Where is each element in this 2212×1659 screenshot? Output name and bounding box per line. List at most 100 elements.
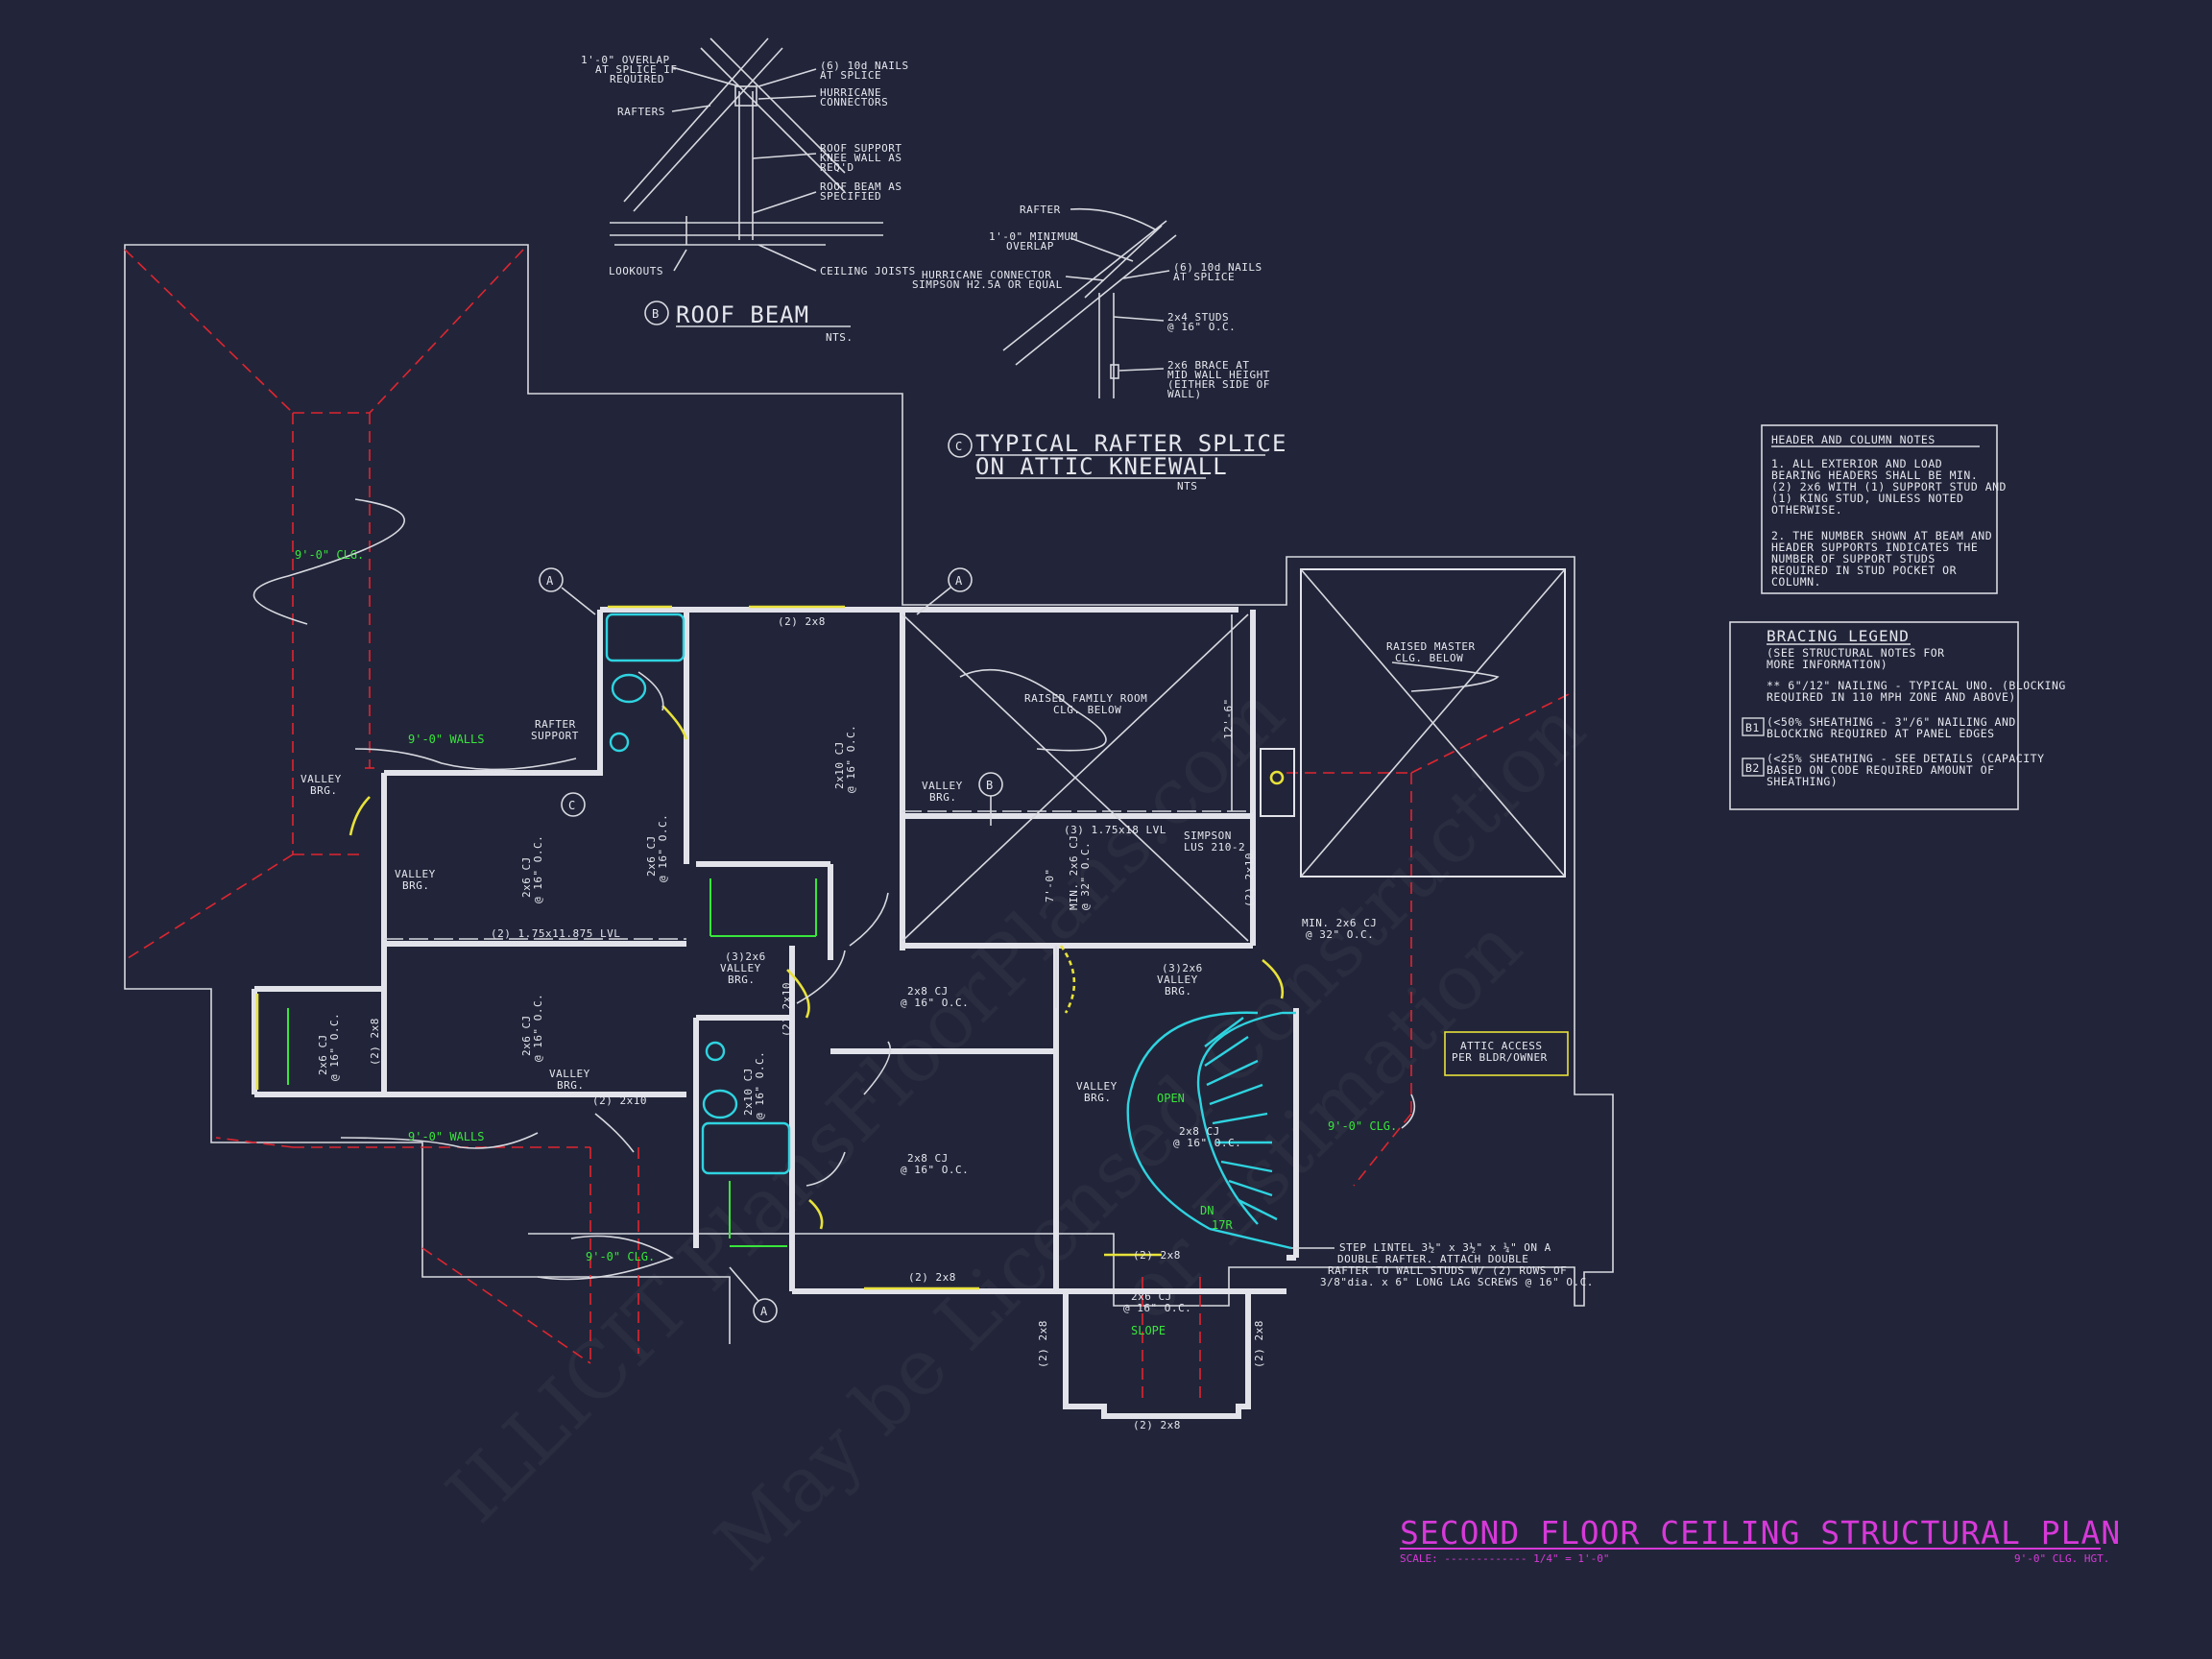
detail-c-title-2: ON ATTIC KNEEWALL [975,453,1228,480]
valley-32a-1: (3)2x6 [725,950,766,963]
cj-2x8-c-1: 2x8 CJ [1179,1125,1220,1138]
bracing-sub-2: MORE INFORMATION) [1767,658,1887,671]
raised-family-2: CLG. BELOW [1053,704,1121,716]
cj-2x10-b-2: @ 16" O.C. [754,1051,766,1119]
hdr-bot: (2) 2x8 [908,1271,956,1284]
valley-a-2: BRG. [310,784,338,797]
step-lintel-4: 3/8"dia. x 6" LONG LAG SCREWS @ 16" O.C. [1320,1276,1594,1288]
header-column-notes: HEADER AND COLUMN NOTES 1. ALL EXTERIOR … [1761,424,2006,594]
rs-brace-4: WALL) [1167,388,1202,400]
rs-nails-1: (6) 10d NAILS [1173,261,1262,274]
bracing-sub-1: (SEE STRUCTURAL NOTES FOR [1767,646,1945,660]
bracing-b2-1: (<25% SHEATHING - SEE DETAILS (CAPACITY [1767,752,2045,765]
section-a-letter-3: A [760,1305,768,1318]
header-note-line: (1) KING STUD, UNLESS NOTED [1771,492,1963,505]
attic-access-box [1444,1031,1569,1076]
toilet-upper [611,673,647,704]
rs-overlap-2: OVERLAP [1006,240,1054,252]
valley-32a-3: BRG. [728,974,756,986]
cj-2x6-d-2: @ 16" O.C. [657,814,669,882]
raised-master-2: CLG. BELOW [1395,652,1463,664]
step-lintel-1: STEP LINTEL 3½" x 3½" x ¼" ON A [1339,1241,1551,1254]
cj-2x10-b-1: 2x10 CJ [742,1068,755,1116]
plan-title: SECOND FLOOR CEILING STRUCTURAL PLAN [1400,1514,2121,1551]
rb-nails-2: AT SPLICE [820,69,881,82]
valley-b-2: BRG. [402,879,430,892]
hdr-2x8-bay-l: (2) 2x8 [1037,1320,1049,1368]
bracing-typ-1: ** 6"/12" NAILING - TYPICAL UNO. (BLOCKI… [1767,679,2066,692]
rb-overlap-1: 1'-0" OVERLAP [581,54,670,66]
rs-hurricane-1: HURRICANE CONNECTOR [922,269,1051,281]
rafter-support-2: SUPPORT [531,730,579,742]
detail-c-letter: C [955,440,963,453]
valley-a-1: VALLEY [301,773,342,785]
detail-b-marker [644,301,669,325]
cj-2x10-a-2: @ 16" O.C. [845,725,857,793]
rb-overlap-3: REQUIRED [610,73,664,85]
clg-left-top: 9'-0" CLG. [295,548,364,562]
valley-e-2: BRG. [1084,1092,1112,1104]
rb-nails-1: (6) 10d NAILS [820,60,909,72]
section-a-letter-1: A [546,574,554,588]
valley-32b-1: (3)2x6 [1162,962,1203,974]
step-lintel-3: RAFTER TO WALL STUDS W/ (2) ROWS OF [1328,1264,1567,1277]
valley-d-1: VALLEY [922,780,963,792]
min-cj-right-1: MIN. 2x6 CJ [1302,917,1377,929]
min-cj-mid-1: MIN. 2x6 CJ [1068,835,1080,910]
bracing-b1-tag: B1 [1745,721,1760,734]
detail-c-marker [948,433,973,458]
rs-brace-1: 2x6 BRACE AT [1167,359,1249,372]
rb-knee-1: ROOF SUPPORT [820,142,902,155]
valley-32a-2: VALLEY [720,962,761,974]
section-a-letter-2: A [955,574,963,588]
cj-2x6-c-2: @ 16" O.C. [328,1013,341,1081]
rs-brace-3: (EITHER SIDE OF [1167,378,1270,391]
rafter-support-1: RAFTER [535,718,576,731]
hdr-bay: (2) 2x8 [1133,1419,1181,1431]
rb-lookouts: LOOKOUTS [609,265,663,277]
header-notes-title: HEADER AND COLUMN NOTES [1771,433,1936,446]
hdr-2x10-b: (2) 2x10 [1243,853,1256,907]
detail-c-nts: NTS [1177,480,1197,493]
section-a-marker-1 [539,567,564,592]
closet-rods [287,878,817,1247]
bathtub-upper [605,613,685,662]
valley-c-1: VALLEY [549,1068,590,1080]
detail-b-title: ROOF BEAM [676,301,809,328]
toilet-lower [702,1089,738,1119]
detail-b-letter: B [652,307,660,321]
bracing-b2-tag: B2 [1745,761,1760,775]
cj-2x6-c-1: 2x6 CJ [317,1034,329,1075]
hdr-2x10-a: (2) 2x10 [592,1094,647,1107]
rb-beam-2: SPECIFIED [820,190,881,203]
cj-2x6-b-2: @ 16" O.C. [532,994,544,1062]
raised-family-1: RAISED FAMILY ROOM [1024,692,1147,705]
header-note-line: REQUIRED IN STUD POCKET OR [1771,564,1957,577]
spiral-stair [1126,1011,1259,1231]
plan-labels: 9'-0" CLG. 9'-0" CLG. 9'-0" CLG. 9'-0" W… [295,548,1594,1431]
min-cj-mid-2: @ 32" O.C. [1079,842,1092,910]
rs-overlap-1: 1'-0" MINIMUM [989,230,1078,243]
rs-brace-2: MID WALL HEIGHT [1167,369,1270,381]
watermark: ILLICIT PlansFloorPlans.com May be Licen… [430,668,1602,1587]
rs-studs-2: @ 16" O.C. [1167,321,1236,333]
section-b-letter: B [986,779,994,792]
dim-12-6: 12'-6" [1222,698,1235,739]
rb-knee-3: REQ'D [820,161,854,174]
lvl-main: (2) 1.75x11.875 LVL [491,927,620,940]
lvl-family: (3) 1.75x18 LVL [1064,824,1166,836]
valley-32b-3: BRG. [1165,985,1192,998]
bracing-title: BRACING LEGEND [1767,627,1910,645]
detail-b-nts: NTS. [826,331,854,344]
cj-2x6-e-2: @ 16" O.C. [1123,1302,1191,1314]
header-note-line: BEARING HEADERS SHALL BE MIN. [1771,469,1978,482]
cj-2x6-b-1: 2x6 CJ [520,1015,533,1056]
detail-c-title-1: TYPICAL RAFTER SPLICE [975,430,1286,457]
sink-lower [705,1041,726,1062]
header-note-line: HEADER SUPPORTS INDICATES THE [1771,541,1978,554]
walls-top: 9'-0" WALLS [408,733,484,746]
header-note-line: 2. THE NUMBER SHOWN AT BEAM AND [1771,529,1992,542]
bathtub-lower [701,1121,791,1175]
section-a-marker-3 [753,1298,778,1323]
cj-2x10-a-1: 2x10 CJ [833,741,846,789]
